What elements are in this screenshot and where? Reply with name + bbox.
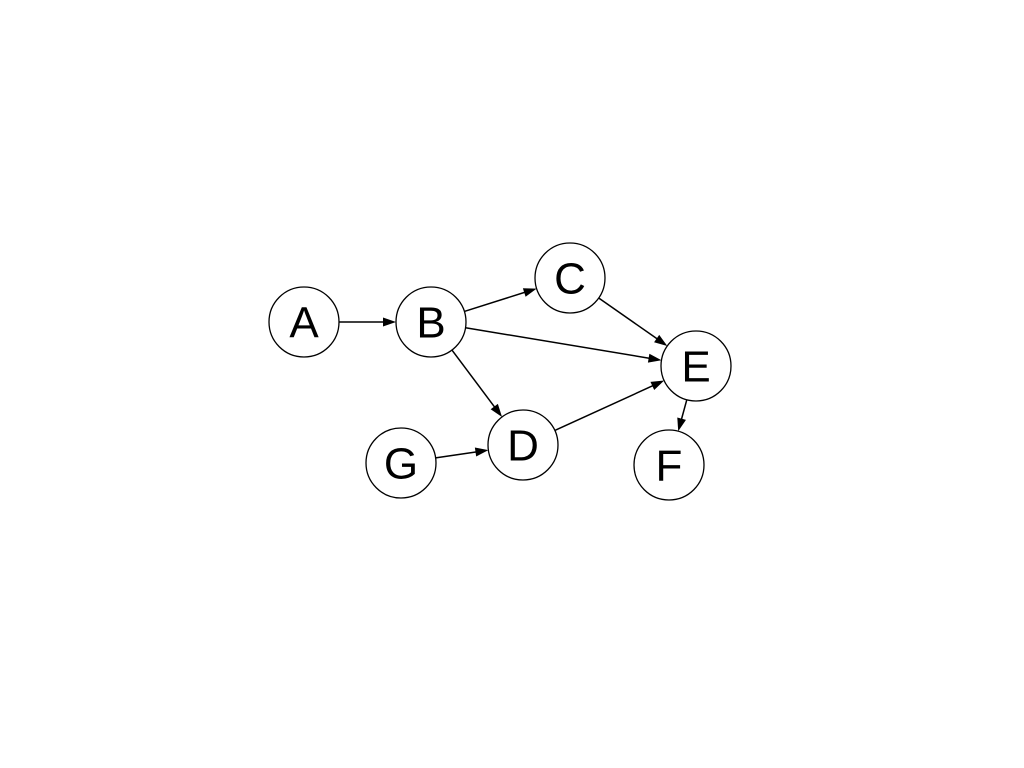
edge-line	[464, 291, 527, 313]
node-label: F	[656, 442, 683, 491]
node-circle	[395, 286, 467, 358]
node-a: A	[268, 286, 340, 358]
edge-line	[598, 297, 659, 341]
node-circle	[365, 427, 437, 499]
node-circle	[633, 429, 705, 501]
arrowhead-icon	[383, 317, 396, 327]
arrowhead-icon	[650, 380, 665, 391]
arrowhead-icon	[654, 334, 668, 346]
edges-layer	[339, 288, 688, 459]
node-circle	[660, 330, 732, 402]
edge-c-e	[598, 297, 668, 346]
arrowhead-icon	[677, 417, 686, 432]
node-label: A	[289, 299, 319, 348]
arrowhead-icon	[474, 447, 489, 457]
arrowhead-icon	[647, 353, 662, 363]
edge-b-d	[451, 349, 503, 417]
node-label: G	[384, 440, 418, 489]
edge-line	[435, 450, 478, 459]
arrowhead-icon	[490, 403, 503, 417]
node-circle	[487, 409, 559, 481]
node-circle	[534, 242, 606, 314]
edge-line	[451, 349, 497, 409]
node-g: G	[365, 427, 437, 499]
arrowhead-icon	[522, 288, 537, 297]
node-label: E	[681, 343, 710, 392]
node-label: D	[507, 422, 539, 471]
edge-line	[465, 326, 651, 360]
node-d: D	[487, 409, 559, 481]
edge-d-e	[554, 380, 665, 432]
edge-a-b	[339, 317, 396, 327]
node-label: C	[554, 255, 586, 304]
node-f: F	[633, 429, 705, 501]
edge-e-f	[677, 399, 688, 432]
edge-b-e	[465, 326, 662, 363]
edge-g-d	[435, 447, 489, 459]
node-label: B	[416, 299, 445, 348]
edge-b-c	[464, 288, 537, 313]
edge-line	[554, 384, 655, 432]
nodes-layer: A B C D E F G	[268, 242, 732, 501]
edge-line	[680, 399, 688, 421]
node-circle	[268, 286, 340, 358]
node-e: E	[660, 330, 732, 402]
node-c: C	[534, 242, 606, 314]
node-b: B	[395, 286, 467, 358]
